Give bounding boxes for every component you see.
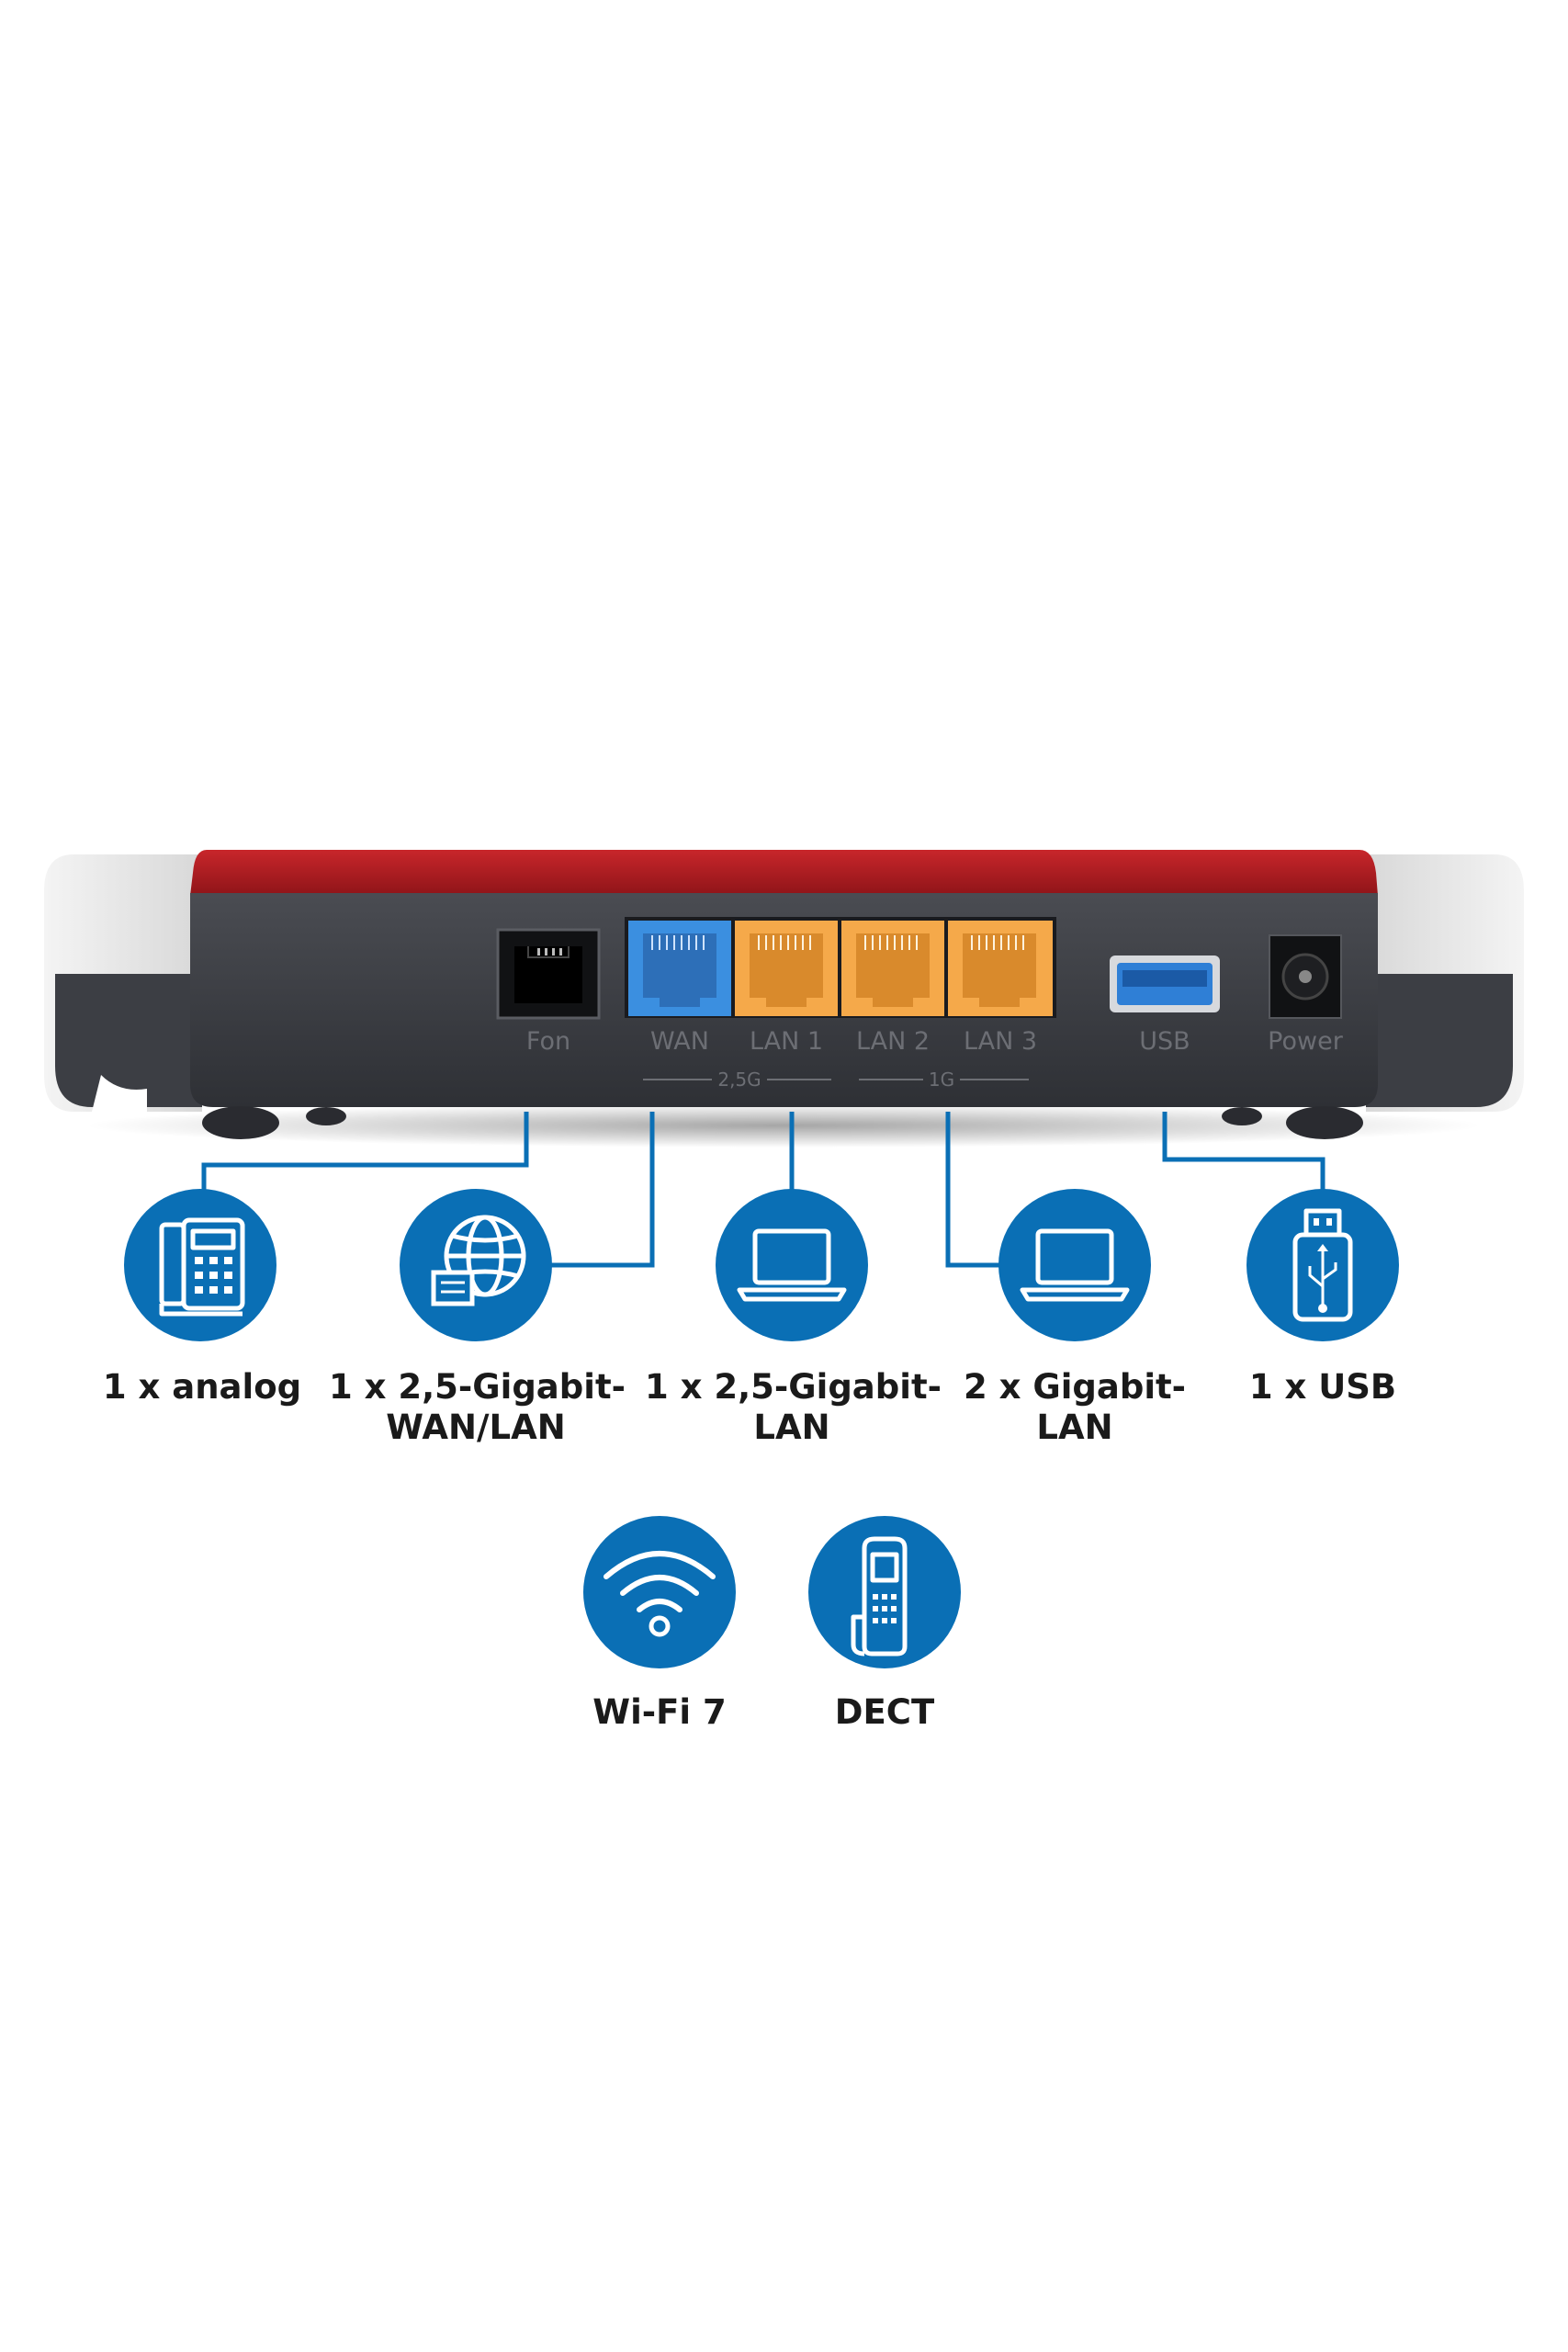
feature-label-line1: DECT [834,1692,935,1732]
ethernet-ports [625,917,1056,1018]
lan2-label: LAN 2 [856,1027,930,1056]
power-label: Power [1268,1027,1344,1056]
power-port [1269,934,1342,1019]
laptop-icon [998,1189,1151,1341]
router-right-cap [1366,854,1524,1112]
feature-label-analog: 1 x analog [92,1367,312,1408]
wan-speed-label: 2,5G [717,1069,761,1091]
connector-lines [201,1112,1325,1268]
feature-label-line2: LAN [753,1408,830,1447]
lan1-port [735,921,838,1016]
laptop-icon [716,1189,868,1341]
feature-label-line1: 1 x analog [102,1367,302,1407]
lan3-port [948,921,1053,1016]
feature-label-usb: 1 x USB [1222,1367,1424,1408]
feature-label-line1: 1 x 2,5-Gigabit- [329,1367,626,1407]
feature-label-line1: 1 x 2,5-Gigabit- [645,1367,942,1407]
feature-label-wan-lan: 1 x 2,5-Gigabit- WAN/LAN [329,1367,626,1448]
lan2-port [841,921,944,1016]
globe-wan-icon [400,1189,552,1341]
fon-port [496,928,601,1020]
usb-stick-icon [1247,1189,1399,1341]
router-shadow [85,1103,1482,1148]
lan1-label: LAN 1 [750,1027,823,1056]
lan-speed-label: 1G [929,1069,954,1091]
feature-label-dect: DECT [793,1692,976,1733]
wan-label: WAN [650,1027,709,1056]
fon-label: Fon [526,1027,570,1056]
feature-label-lan-2-5g: 1 x 2,5-Gigabit- LAN [645,1367,942,1448]
analog-phone-icon [124,1189,276,1341]
router-feet [202,1106,1363,1139]
router: Fon WAN LAN 1 LAN 2 LAN 3 USB Power 2,5G… [44,850,1524,1148]
router-red-top [190,850,1378,896]
feature-label-line2: LAN [1036,1408,1113,1447]
wifi-icon [583,1516,736,1668]
usb-port [1110,956,1220,1012]
lan3-label: LAN 3 [964,1027,1037,1056]
feature-label-wifi: Wi-Fi 7 [558,1692,761,1733]
dect-handset-icon [808,1516,961,1668]
feature-label-lan-1g: 2 x Gigabit- LAN [955,1367,1194,1448]
router-left-cap [44,854,202,1112]
feature-label-line1: Wi-Fi 7 [592,1692,727,1732]
wan-port [628,921,731,1016]
feature-label-line2: WAN/LAN [386,1408,566,1447]
feature-label-line1: 2 x Gigabit- [963,1367,1187,1407]
usb-label: USB [1139,1027,1190,1056]
feature-label-line1: 1 x USB [1248,1367,1397,1407]
